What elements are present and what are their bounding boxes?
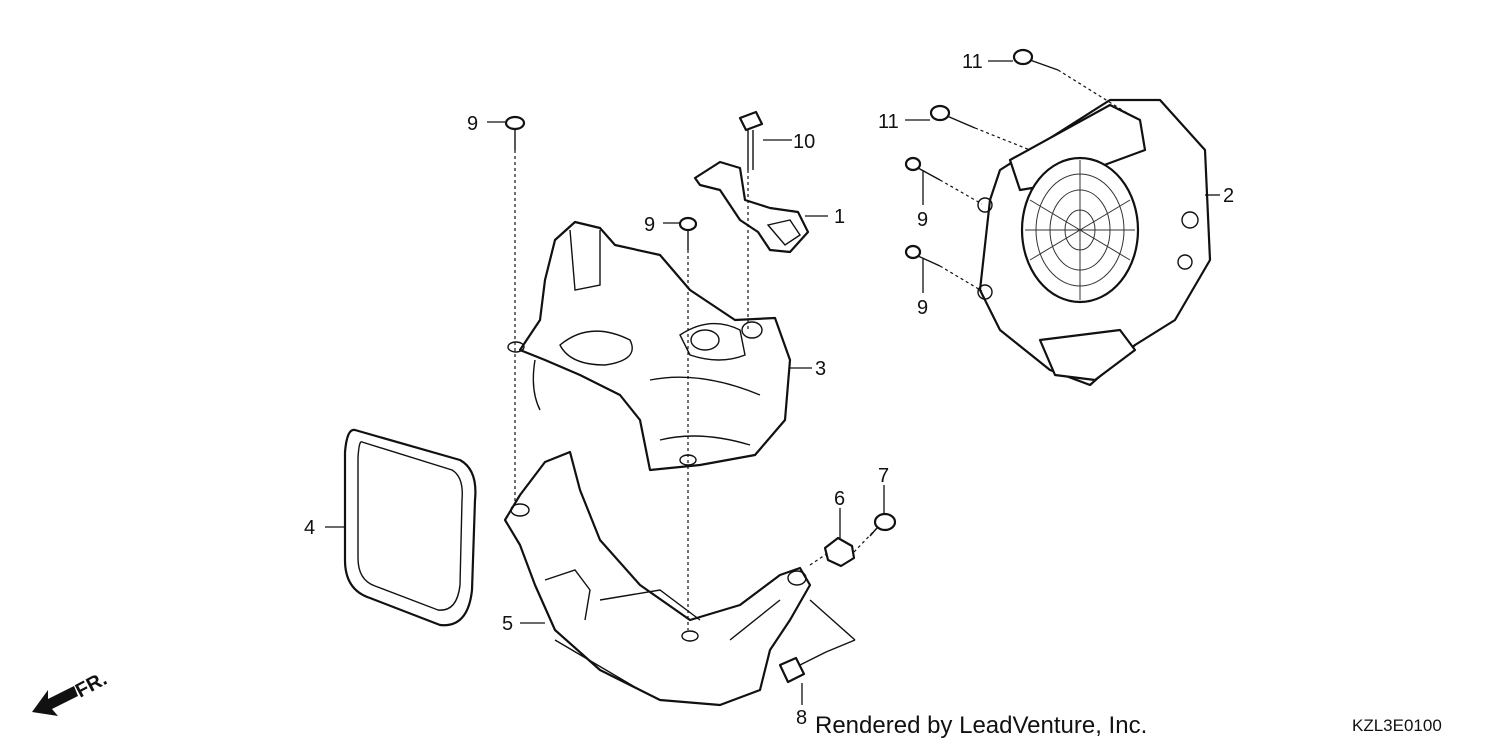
callout-11-upper: 11 <box>962 51 983 73</box>
callout-9-center: 9 <box>644 214 655 236</box>
screw-9-top-left[interactable] <box>504 115 526 150</box>
bolt-8[interactable] <box>778 651 827 684</box>
callout-9-top-left: 9 <box>467 113 478 135</box>
arrow-icon <box>32 686 78 716</box>
diagram-code: KZL3E0100 <box>1352 716 1442 735</box>
screw-9-right-lower[interactable] <box>904 244 941 267</box>
callout-4: 4 <box>304 517 315 539</box>
callout-11-lower: 11 <box>878 111 899 133</box>
part-fan-cover[interactable] <box>977 98 1212 387</box>
front-direction-label: FR. <box>72 668 111 703</box>
callout-5: 5 <box>502 613 513 635</box>
callout-6: 6 <box>834 488 845 510</box>
callout-2: 2 <box>1223 185 1234 207</box>
front-direction-arrow: FR. <box>32 668 111 716</box>
callout-3: 3 <box>815 358 826 380</box>
part-bracket[interactable] <box>693 160 810 254</box>
bolt-11-upper[interactable] <box>1012 48 1059 71</box>
bolt-10[interactable] <box>738 110 764 170</box>
collar-7[interactable] <box>869 512 897 537</box>
screw-9-right-upper[interactable] <box>904 156 941 181</box>
callout-9-right-upper: 9 <box>917 209 928 231</box>
screw-9-center[interactable] <box>678 216 698 250</box>
bolt-11-lower[interactable] <box>929 104 976 129</box>
callout-leaders <box>325 60 1220 705</box>
part-seal-ring[interactable] <box>343 428 477 627</box>
grommet-6[interactable] <box>823 536 856 568</box>
callout-labels: 1 2 3 4 5 6 7 8 9 9 9 9 10 11 11 <box>304 51 1234 729</box>
callout-7: 7 <box>878 465 889 487</box>
part-upper-shroud[interactable] <box>507 220 792 472</box>
callout-1: 1 <box>834 206 845 228</box>
callout-10: 10 <box>793 131 815 153</box>
render-credit: Rendered by LeadVenture, Inc. <box>815 712 1147 739</box>
assembly-guide-lines <box>514 69 1136 653</box>
callout-8: 8 <box>796 707 807 729</box>
part-lower-shroud[interactable] <box>503 450 812 707</box>
callout-9-right-lower: 9 <box>917 297 928 319</box>
